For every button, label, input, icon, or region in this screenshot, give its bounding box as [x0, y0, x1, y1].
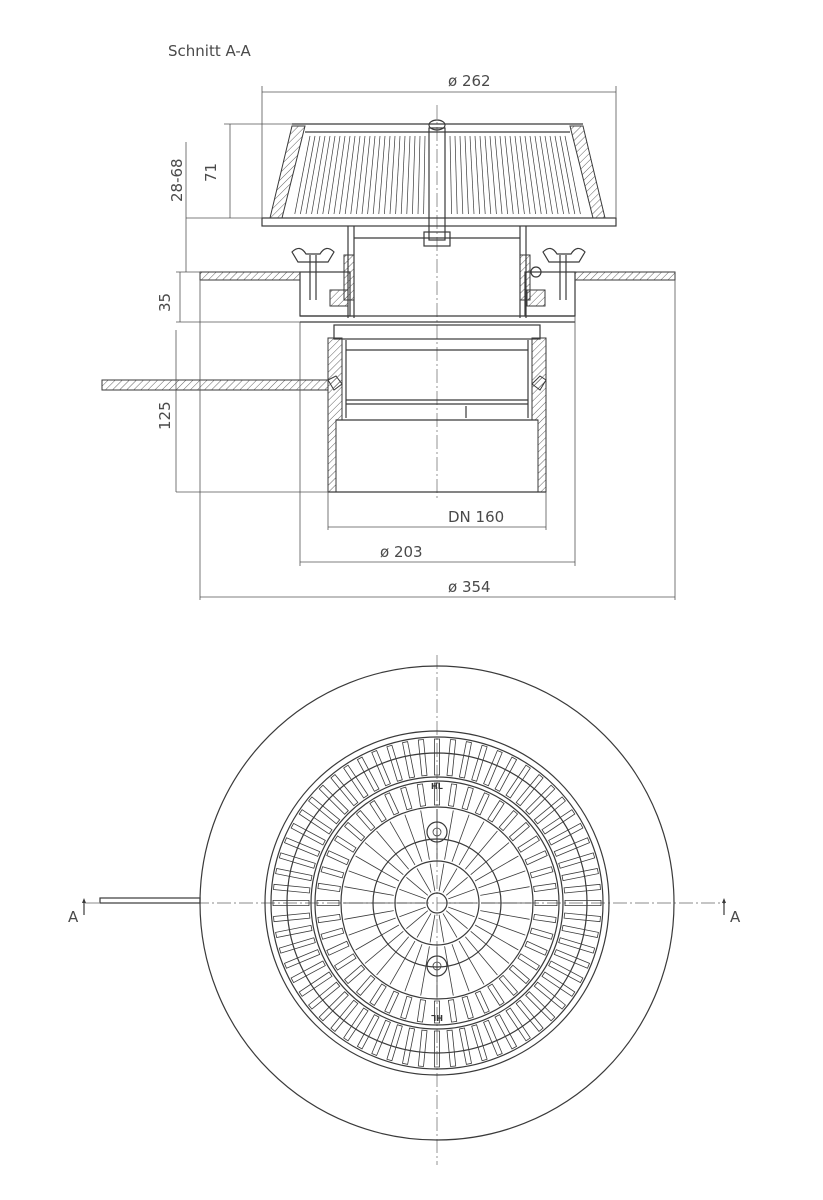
section-view: Schnitt A-A: [101, 42, 676, 600]
dim-d354: ø 354: [448, 578, 491, 596]
dim-d262: ø 262: [448, 72, 491, 90]
plan-view: A A HL HL: [68, 655, 741, 1165]
cut-label-left: A: [68, 908, 79, 926]
dim-h71: 71: [202, 163, 220, 182]
dim-h125: 125: [156, 401, 174, 430]
screw-bottom: [426, 955, 448, 977]
label-hl-top: HL: [431, 782, 443, 791]
cut-marker-right: [722, 898, 726, 915]
middle-slot-ring: [316, 782, 558, 1024]
wing-nut-right: [530, 247, 586, 300]
body-pipe: [327, 324, 547, 493]
screw-top: [426, 821, 448, 843]
wing-nut-left: [291, 247, 335, 300]
dim-dn160: DN 160: [448, 508, 504, 526]
inner-rib-ring: [343, 809, 531, 997]
dim-h28-68: 28-68: [168, 158, 186, 202]
insulation-strip: [99, 897, 201, 904]
clamp-flange: [199, 271, 676, 323]
dim-h35: 35: [156, 293, 174, 312]
cut-label-right: A: [730, 908, 741, 926]
cut-marker-left: [82, 898, 86, 915]
dome-slots: [294, 135, 581, 215]
dimension-lines: [175, 86, 676, 600]
dome-cap: [261, 119, 617, 247]
outer-slot-ring: [272, 738, 602, 1068]
section-title: Schnitt A-A: [168, 42, 251, 60]
label-hl-bottom: HL: [431, 1013, 443, 1022]
dim-d203: ø 203: [380, 543, 423, 561]
insulation-sheet: [101, 379, 329, 391]
